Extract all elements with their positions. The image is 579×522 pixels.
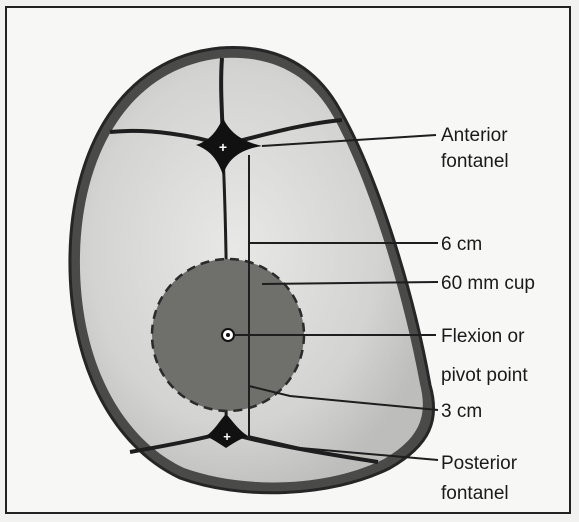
label-flexion-line2: pivot point	[441, 365, 528, 386]
label-6cm: 6 cm	[441, 234, 482, 255]
label-posterior-line2: fontanel	[441, 483, 509, 504]
anterior-fontanel-plus: +	[219, 139, 227, 155]
label-anterior-line1: Anterior	[441, 125, 508, 146]
label-anterior-line2: fontanel	[441, 151, 509, 172]
label-flexion-line1: Flexion or	[441, 326, 525, 347]
label-3cm: 3 cm	[441, 401, 482, 422]
posterior-fontanel-plus: +	[223, 429, 231, 444]
label-posterior-line1: Posterior	[441, 453, 518, 474]
label-60mm-cup: 60 mm cup	[441, 273, 535, 294]
pivot-point-inner	[226, 333, 230, 337]
